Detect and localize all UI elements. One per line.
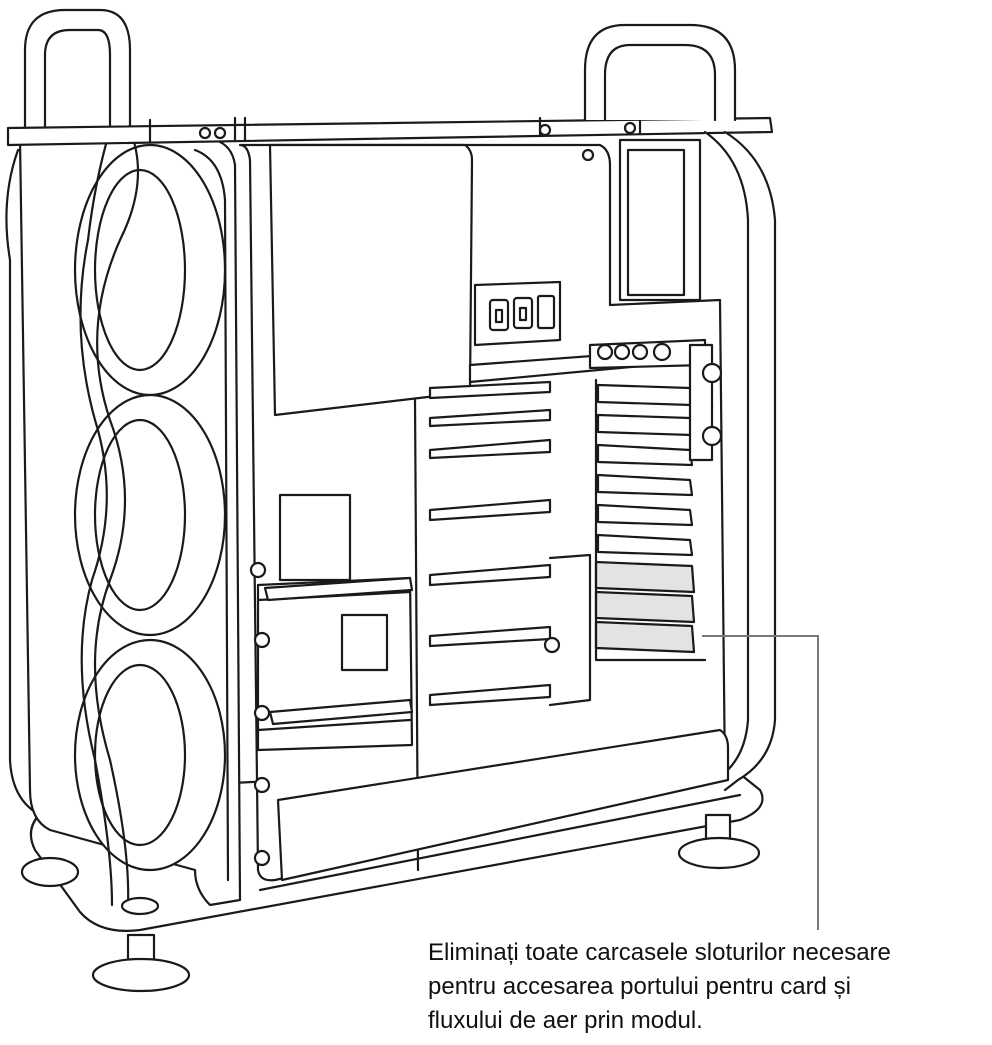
io-ports-panel xyxy=(473,280,562,347)
front-right-foot xyxy=(677,813,761,870)
module-slot-top xyxy=(263,576,414,602)
psu-compartment xyxy=(276,728,730,882)
caption-line-2: pentru accesarea portului pentru card și xyxy=(428,973,851,1000)
fan-bottom xyxy=(73,638,227,872)
caption-line-1: Eliminați toate carcasele sloturilor nec… xyxy=(428,939,891,966)
drive-cover xyxy=(268,143,474,417)
slot-covers xyxy=(596,383,694,557)
callout-line xyxy=(702,635,819,930)
callout-caption: Eliminați toate carcasele sloturilor nec… xyxy=(428,936,988,1038)
front-left-foot xyxy=(91,933,191,993)
module-slot-bottom xyxy=(268,698,414,726)
fan-top xyxy=(73,143,227,397)
thumbscrew-top xyxy=(701,362,723,384)
highlighted-slot-covers xyxy=(594,560,696,654)
rear-left-foot xyxy=(20,856,80,888)
caption-line-3: fluxului de aer prin modul. xyxy=(428,1007,703,1034)
pcie-slots xyxy=(428,380,552,707)
thumbscrew-bottom xyxy=(701,425,723,447)
top-rail xyxy=(6,116,774,147)
